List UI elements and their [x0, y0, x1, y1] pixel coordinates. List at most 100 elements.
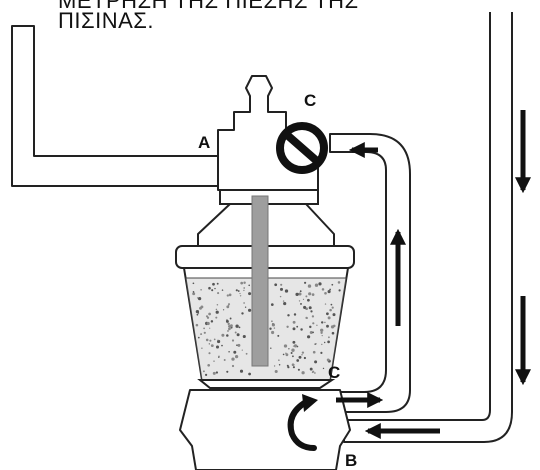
sand-grain: [212, 371, 216, 375]
sand-grain: [330, 303, 333, 306]
pump-base: [179, 389, 351, 470]
sand-grain: [192, 291, 195, 293]
sand-grain: [321, 288, 325, 291]
sand-grain: [329, 308, 332, 312]
sand-grain: [326, 358, 330, 362]
sand-grain: [227, 330, 229, 332]
sand-grain: [316, 324, 318, 327]
sand-grain: [283, 344, 288, 348]
sand-grain: [312, 322, 315, 325]
sand-grain: [202, 370, 205, 373]
sand-grain: [286, 325, 289, 328]
sand-grain: [216, 304, 219, 306]
sand-grain: [285, 353, 289, 357]
sand-grain: [248, 308, 252, 312]
sand-grain: [196, 313, 199, 316]
sand-grain: [320, 351, 323, 354]
sand-grain: [307, 335, 311, 339]
sand-grain: [213, 338, 216, 341]
sand-grain: [304, 281, 307, 284]
sand-grain: [243, 287, 246, 289]
sand-grain: [227, 303, 231, 306]
sand-grain: [303, 305, 307, 309]
sand-grain: [284, 289, 289, 293]
sand-grain: [312, 350, 316, 354]
sand-grain: [203, 327, 206, 330]
sand-grain: [309, 325, 312, 329]
sand-grain: [235, 324, 239, 328]
sand-grain: [287, 314, 290, 317]
sand-grain: [225, 319, 229, 323]
sand-grain: [280, 283, 283, 286]
sand-grain: [274, 369, 278, 374]
sand-grain: [209, 339, 212, 342]
caption-line-1: ΜΕΤΡΗΣΗ ΤΗΣ ΠΙΕΣΗΣ ΤΗΣ: [58, 0, 359, 13]
sand-grain: [231, 339, 235, 342]
label-b: B: [345, 451, 357, 470]
sand-grain: [213, 360, 215, 362]
standpipe: [251, 195, 269, 367]
sand-grain: [331, 283, 334, 286]
sand-grain: [292, 366, 295, 369]
sand-grain: [301, 371, 305, 375]
left-inlet-pipe: [11, 25, 223, 187]
sand-grain: [243, 302, 245, 304]
sand-grain: [226, 294, 229, 297]
sand-particles: [192, 281, 341, 377]
sand-grain: [274, 283, 278, 287]
lateral-plate: [197, 379, 336, 389]
sand-grain: [300, 328, 303, 331]
sand-grain: [228, 351, 230, 353]
sand-grain: [327, 290, 331, 294]
sand-grain: [197, 296, 202, 301]
sand-grain: [326, 312, 329, 316]
sand-grain: [282, 300, 285, 302]
sand-grain: [324, 303, 327, 305]
sand-grain: [337, 281, 341, 284]
sand-grain: [292, 327, 296, 331]
sand-grain: [209, 327, 211, 329]
sand-grain: [239, 292, 241, 295]
sand-grain: [302, 298, 305, 301]
sand-grain: [295, 292, 299, 297]
sand-grain: [328, 336, 330, 339]
sand-grain: [228, 327, 231, 331]
sand-grain: [217, 339, 219, 341]
sand-grain: [314, 360, 318, 364]
sand-grain: [321, 334, 323, 337]
sand-grain: [200, 333, 203, 336]
sand-grain: [329, 288, 331, 291]
sand-grain: [237, 290, 240, 292]
sand-grain: [192, 292, 196, 296]
sand-grain: [292, 340, 296, 344]
sand-grain: [248, 284, 250, 287]
sand-grain: [222, 309, 225, 311]
sand-grain: [296, 325, 299, 328]
sand-grain: [314, 372, 316, 374]
sand-grain: [241, 312, 244, 315]
sand-grain: [245, 352, 248, 355]
sand-grain: [238, 326, 241, 329]
sand-grain: [215, 308, 218, 311]
sand-grain: [292, 345, 295, 347]
sand-grain: [211, 289, 214, 292]
sand-grain: [311, 293, 315, 296]
sand-grain: [318, 282, 322, 286]
sand-grain: [226, 334, 229, 337]
sand-grain: [208, 286, 211, 290]
sand-grain: [270, 303, 274, 306]
sand-grain: [243, 289, 245, 292]
sand-grain: [239, 369, 244, 373]
sand-grain: [228, 324, 231, 328]
sand-grain: [320, 321, 324, 324]
sand-grain: [227, 322, 230, 326]
sand-grain: [271, 320, 273, 323]
sand-grain: [228, 293, 232, 297]
sand-grain: [203, 331, 206, 334]
sand-grain: [311, 315, 315, 318]
sand-grain: [215, 371, 219, 374]
sand-grain: [229, 324, 233, 328]
sand-grain: [273, 365, 276, 367]
sand-grain: [296, 359, 300, 362]
sand-grain: [303, 356, 307, 360]
